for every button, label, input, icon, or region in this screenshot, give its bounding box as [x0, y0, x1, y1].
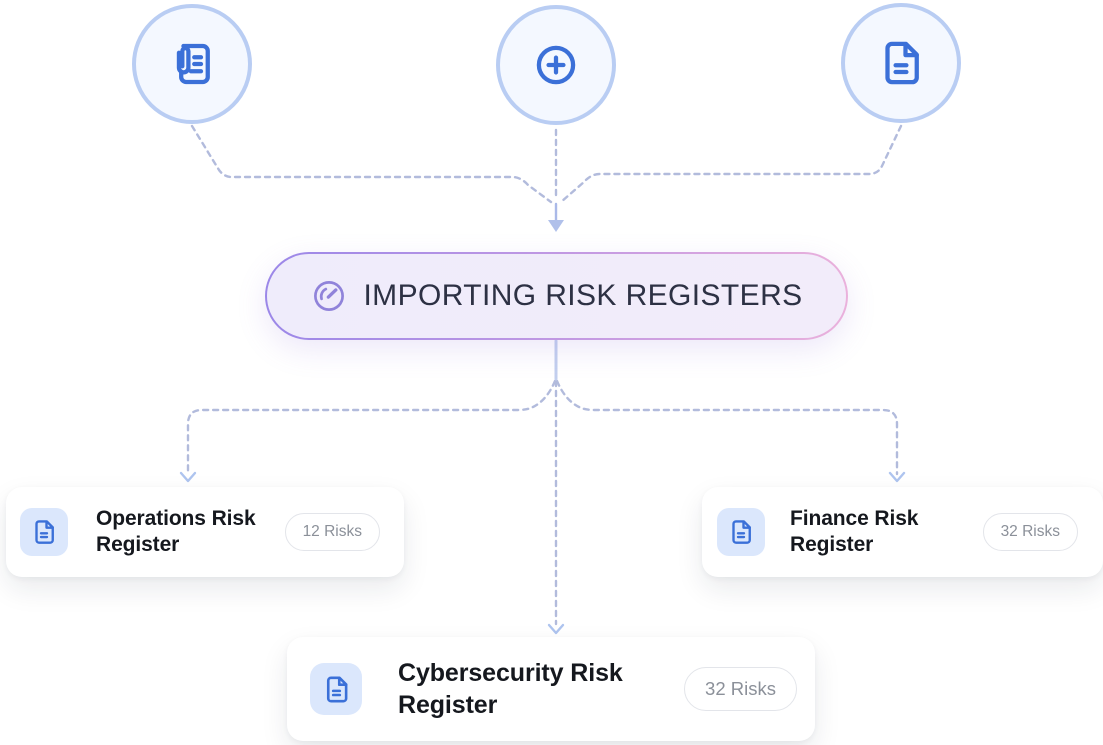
pill-body: IMPORTING RISK REGISTERS — [267, 254, 846, 338]
register-name: Cybersecurity Risk Register — [398, 659, 623, 719]
document-icon — [35, 520, 54, 544]
document-icon — [326, 676, 347, 702]
risk-count-badge: 32 Risks — [684, 667, 797, 711]
left-card-arrowhead-icon — [179, 471, 197, 483]
gauge-icon — [314, 281, 345, 311]
merge-arrowhead-icon — [548, 220, 564, 232]
document-chip — [310, 663, 362, 715]
register-card-finance[interactable]: Finance Risk Register 32 Risks — [702, 487, 1103, 577]
register-name: Finance Risk Register — [790, 506, 919, 556]
document-icon — [732, 520, 751, 544]
bottom-card-arrowhead-icon — [547, 623, 565, 635]
document-icon — [885, 41, 919, 85]
source-node-add[interactable] — [496, 5, 616, 125]
importing-risk-registers-node[interactable]: IMPORTING RISK REGISTERS — [265, 252, 848, 340]
pill-label: IMPORTING RISK REGISTERS — [363, 279, 803, 312]
right-card-arrowhead-icon — [888, 471, 906, 483]
add-circle-icon — [536, 45, 576, 85]
attachment-document-icon — [176, 43, 210, 85]
register-name: Operations Risk Register — [96, 506, 256, 556]
connector-to-right-card — [555, 379, 899, 476]
document-chip — [20, 508, 68, 556]
risk-count-badge: 12 Risks — [284, 513, 380, 551]
connector-left-source — [190, 124, 553, 204]
document-chip — [717, 508, 765, 556]
risk-count-badge: 32 Risks — [982, 513, 1078, 551]
connector-right-source — [559, 124, 903, 204]
register-card-operations[interactable]: Operations Risk Register 12 Risks — [6, 487, 404, 577]
register-card-cybersecurity[interactable]: Cybersecurity Risk Register 32 Risks — [287, 637, 815, 741]
source-node-document[interactable] — [841, 3, 961, 123]
connector-to-left-card — [186, 379, 557, 476]
source-node-attachment[interactable] — [132, 4, 252, 124]
